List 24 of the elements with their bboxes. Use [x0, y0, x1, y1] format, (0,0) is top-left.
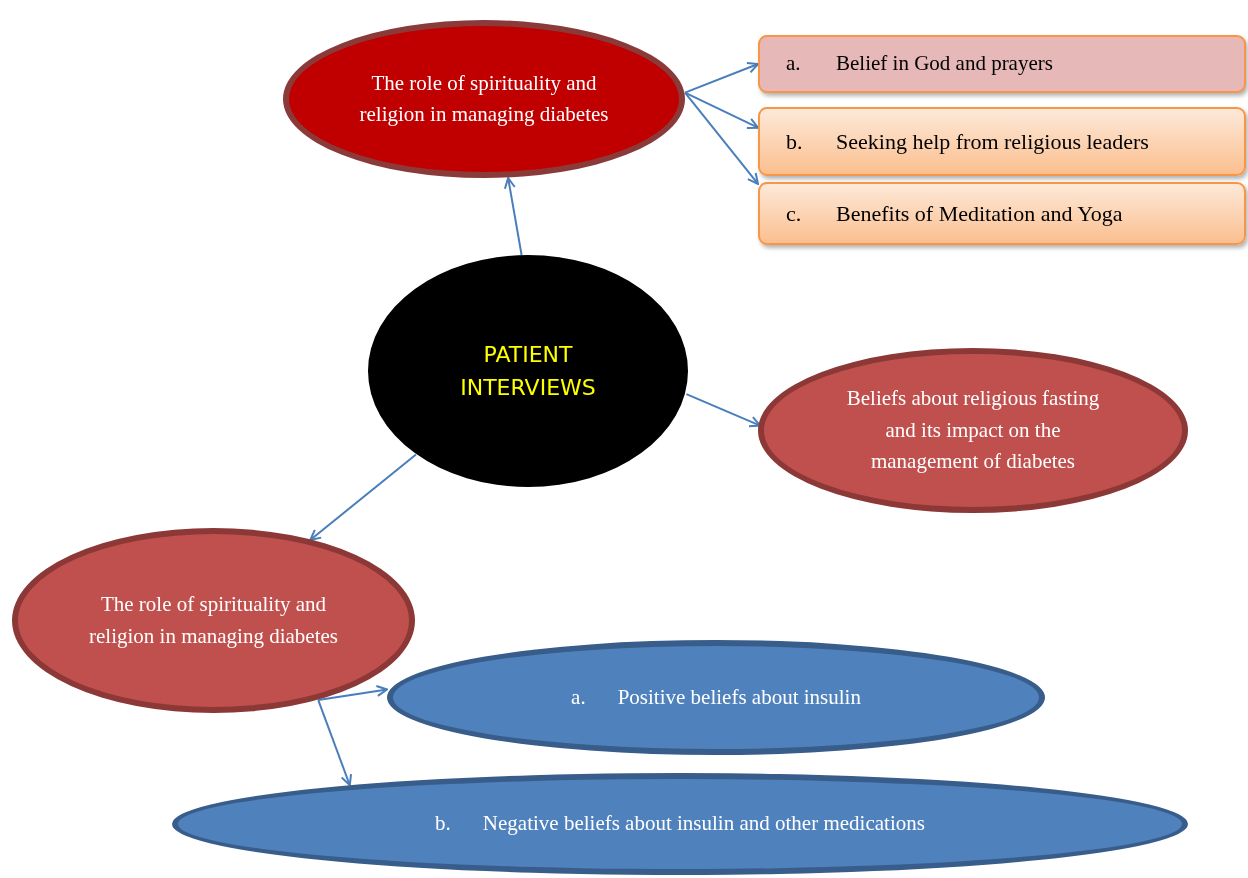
list-marker: a. — [785, 50, 802, 78]
arrow — [684, 62, 759, 94]
list-marker: c. — [785, 200, 803, 228]
arrow — [317, 685, 388, 702]
item-box — [758, 35, 1246, 93]
node-label: Positive beliefs about insulin — [617, 683, 861, 711]
node-label: Beliefs about religious fasting and its impact on the management of diabetes — [845, 385, 1101, 476]
node-label: PATIENT INTERVIEWS — [459, 341, 597, 402]
node-label: Negative beliefs about insulin and other medications — [482, 810, 925, 838]
list-marker: b. — [435, 810, 451, 838]
node-label: Benefits of Meditation and Yoga — [836, 200, 1123, 228]
item-box — [758, 107, 1246, 176]
node-label: Seeking help from religious leaders — [836, 128, 1149, 156]
node-label: The role of spirituality and religion in managing diabetes — [359, 69, 609, 128]
arrow — [684, 91, 759, 129]
arrow — [503, 177, 523, 256]
arrow — [309, 453, 417, 542]
arrow — [317, 699, 352, 787]
node-label: Belief in God and prayers — [836, 50, 1053, 78]
item-box — [758, 182, 1246, 245]
arrow — [684, 91, 759, 185]
node-label: The role of spirituality and religion in managing diabetes — [88, 591, 339, 650]
list-marker: a. — [571, 683, 586, 711]
list-marker: b. — [785, 128, 804, 156]
